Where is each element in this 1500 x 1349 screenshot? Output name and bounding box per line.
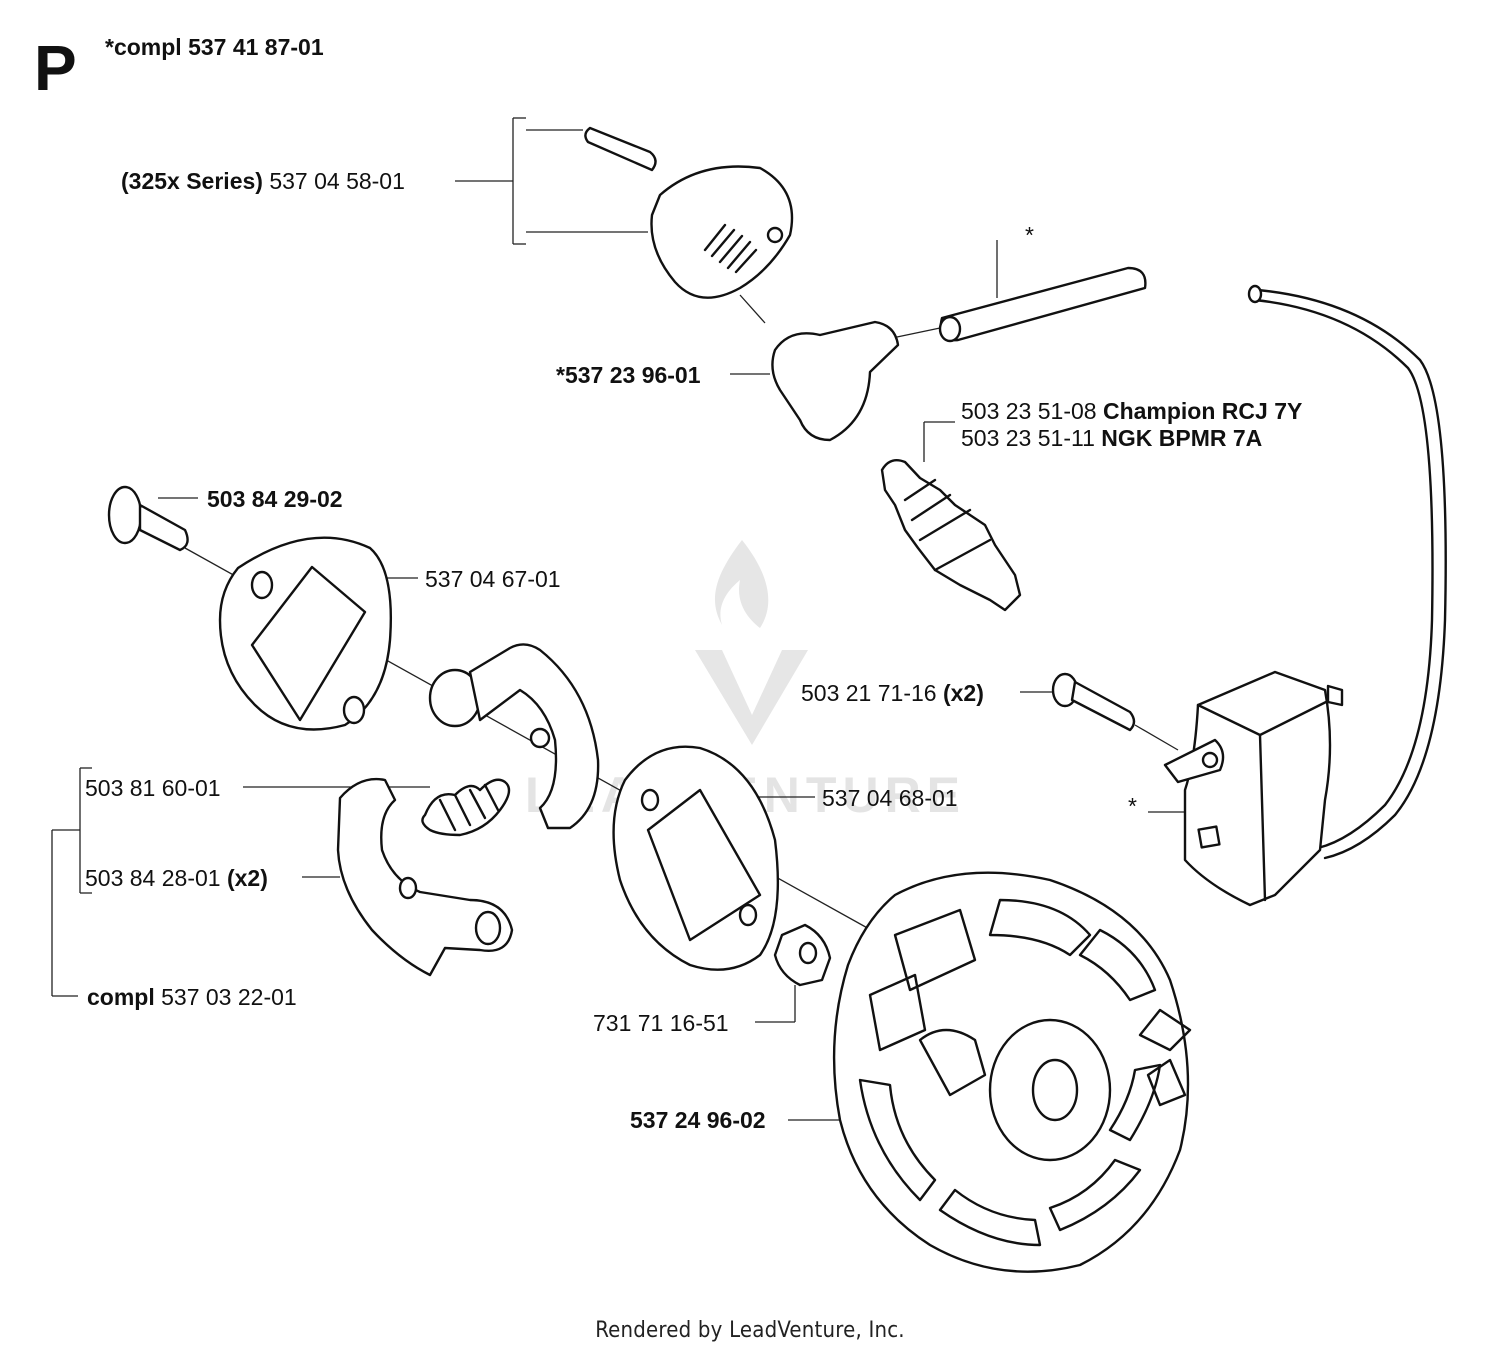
flywheel-part [832,871,1192,1273]
callout-cover: (325x Series) 537 04 58-01 [121,170,405,193]
callout-spark-plug-1-number: 503 23 51-08 [961,398,1097,424]
spring-part [421,778,511,837]
callout-plug-cap-number: *537 23 96-01 [556,362,701,388]
callout-shoe: 503 84 28-01 (x2) [85,867,268,890]
washer-plate-part [218,536,393,731]
callout-spark-plug-1-suffix: Champion RCJ 7Y [1102,398,1303,424]
plate2-part [612,745,780,971]
kit-label-text: *compl 537 41 87-01 [105,34,324,60]
callout-clutch-kit-prefix: compl [87,984,155,1010]
callout-plug-cap: *537 23 96-01 [556,364,701,387]
callout-ign-screw-number: 503 21 71-16 [801,680,937,706]
kit-label: *compl 537 41 87-01 [105,36,324,59]
cover-part [650,165,794,299]
callout-spark-plug-1: 503 23 51-08 Champion RCJ 7Y [961,400,1302,423]
tube-part [938,266,1147,343]
callout-spark-plug-2-suffix: NGK BPMR 7A [1101,425,1263,451]
clutch-shoe-lower-part [336,777,514,977]
callout-clutch-kit-number: 537 03 22-01 [161,984,297,1010]
footer-credit: Rendered by LeadVenture, Inc. [595,1318,905,1343]
callout-shoe-number: 503 84 28-01 [85,865,221,891]
callout-spring: 503 81 60-01 [85,775,221,801]
watermark-logo [695,540,808,745]
callout-clutch-kit: compl 537 03 22-01 [87,986,297,1009]
screw-part [107,485,189,552]
callout-spark-plug-2-number: 503 23 51-11 [961,425,1095,451]
callout-tube-star: * [1025,222,1034,248]
callout-cover-number: 537 04 58-01 [269,168,405,194]
plug-cap-part [771,320,900,442]
section-letter: P [34,32,77,104]
clutch-shoe-upper-part [428,643,600,830]
callout-shoe-suffix: (x2) [226,865,268,891]
callout-spark-plug-2: 503 23 51-11 NGK BPMR 7A [961,427,1262,450]
callout-plate2: 537 04 68-01 [822,785,958,811]
callout-module-star: * [1128,793,1137,819]
callout-ign-screw: 503 21 71-16 (x2) [801,682,984,705]
ignition-lead-part [1247,284,1447,860]
callout-flywheel: 537 24 96-02 [630,1109,766,1132]
callout-screw: 503 84 29-02 [207,488,343,511]
callout-flywheel-number: 537 24 96-02 [630,1107,766,1133]
callout-ign-screw-suffix: (x2) [942,680,984,706]
callout-cover-prefix: (325x Series) [121,168,263,194]
callout-screw-number: 503 84 29-02 [207,486,343,512]
ignition-module-part [1163,670,1344,907]
callout-washer-plate: 537 04 67-01 [425,566,561,592]
spark-plug-part [880,459,1022,612]
nut-part [773,923,832,987]
pin-part [584,126,657,172]
ignition-screw-part [1051,672,1136,732]
callout-nut: 731 71 16-51 [593,1010,729,1036]
